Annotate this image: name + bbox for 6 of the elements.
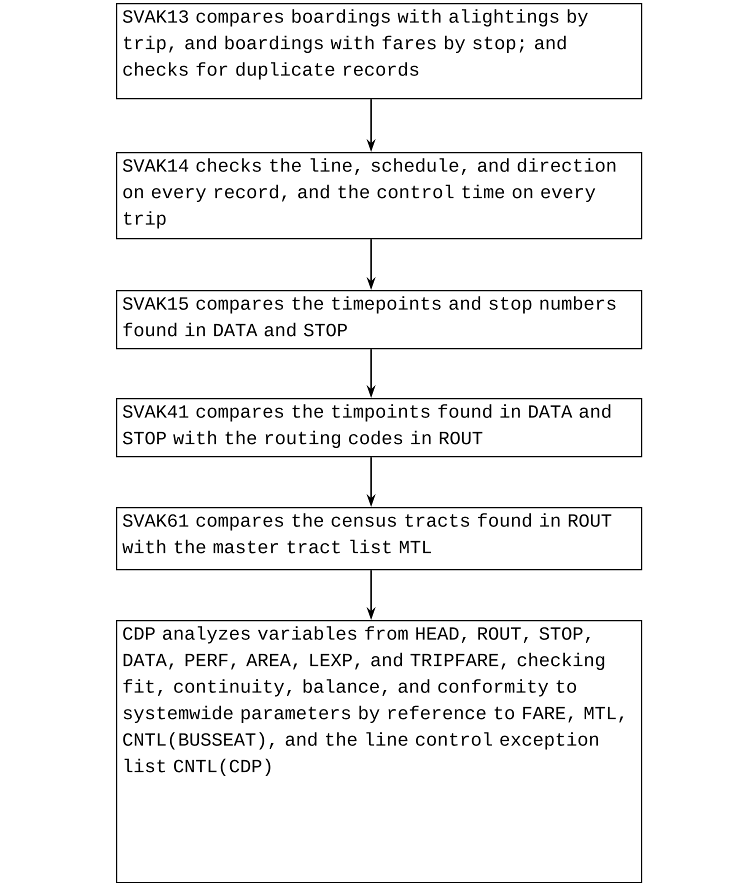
process-box: CDP analyzes variables from HEAD, ROUT, STOP, DATA, PERF, AREA, LEXP, and TRIPFARE, checking fit, continuity, balance, and conformity to systemwide parameters by reference to FARE, MTL, CNTL(BUSSEAT), and the line control exception list CNTL(CDP) bbox=[116, 620, 642, 883]
process-box: SVAK14 checks the line, schedule, and direction on every record, and the control time on every trip bbox=[116, 152, 642, 240]
process-box: SVAK61 compares the census tracts found in ROUT with the master tract list MTL bbox=[116, 507, 642, 570]
process-box: SVAK41 compares the timpoints found in DATA and STOP with the routing codes in ROUT bbox=[116, 398, 642, 458]
process-box: SVAK15 compares the timepoints and stop numbers found in DATA and STOP bbox=[116, 290, 642, 350]
process-box: SVAK13 compares boardings with alightings by trip, and boardings with fares by stop; and checks for duplicate records bbox=[116, 2, 642, 100]
